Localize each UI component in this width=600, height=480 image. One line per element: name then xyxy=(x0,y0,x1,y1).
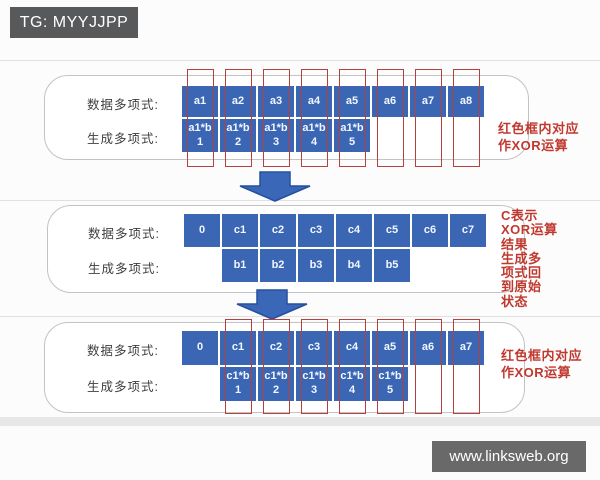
xor-highlight-box xyxy=(262,69,290,167)
row-label: 生成多项式: xyxy=(88,261,160,276)
polynomial-cell: c1*b 5 xyxy=(372,367,408,401)
polynomial-cell: 0 xyxy=(182,331,218,365)
polynomial-cell: a5 xyxy=(372,331,408,365)
xor-highlight-box xyxy=(300,319,328,414)
annotation-text: C表示 XOR运算 结果 生成多 项式回 到原始 状态 xyxy=(501,208,558,309)
polynomial-cell: a4 xyxy=(296,86,332,117)
polynomial-cell: a6 xyxy=(410,331,446,365)
annotation-text: 红色框内对应 作XOR运算 xyxy=(498,121,580,153)
row-label: 数据多项式: xyxy=(87,97,159,112)
polynomial-cell: a2 xyxy=(220,86,256,117)
xor-highlight-box xyxy=(376,319,404,414)
xor-highlight-box xyxy=(224,69,252,167)
polynomial-cell: b5 xyxy=(374,249,410,282)
xor-highlight-box xyxy=(300,69,328,167)
polynomial-cell: c1*b 1 xyxy=(220,367,256,401)
polynomial-cell: c5 xyxy=(374,214,410,247)
polynomial-cell: a7 xyxy=(410,86,446,117)
polynomial-cell: c1 xyxy=(220,331,256,365)
xor-highlight-box xyxy=(452,69,480,167)
divider-line xyxy=(0,60,600,61)
row-label: 数据多项式: xyxy=(87,344,159,358)
row-label: 数据多项式: xyxy=(88,226,160,241)
divider-line xyxy=(0,200,600,201)
polynomial-cell: c1*b 2 xyxy=(258,367,294,401)
polynomial-cell: c3 xyxy=(296,331,332,365)
polynomial-cell: a1 xyxy=(182,86,218,117)
bottom-shadow-band xyxy=(0,417,600,426)
polynomial-cell: c1*b 4 xyxy=(334,367,370,401)
xor-highlight-box xyxy=(186,69,214,167)
down-arrow-icon xyxy=(239,171,311,202)
polynomial-cell: a5 xyxy=(334,86,370,117)
down-arrow-icon xyxy=(236,289,308,320)
annotation-text: 红色框内对应 作XOR运算 xyxy=(501,348,583,380)
polynomial-cell: a1*b 5 xyxy=(334,119,370,152)
polynomial-cell: c4 xyxy=(336,214,372,247)
polynomial-cell: b1 xyxy=(222,249,258,282)
polynomial-cell: c3 xyxy=(298,214,334,247)
polynomial-cell: c6 xyxy=(412,214,448,247)
divider-line xyxy=(0,316,600,317)
polynomial-cell: a6 xyxy=(372,86,408,117)
row-label: 生成多项式: xyxy=(87,131,159,146)
xor-highlight-box xyxy=(262,319,290,414)
xor-highlight-box xyxy=(414,69,442,167)
polynomial-cell: a1*b 3 xyxy=(258,119,294,152)
polynomial-cell: a3 xyxy=(258,86,294,117)
polynomial-cell: b2 xyxy=(260,249,296,282)
polynomial-cell: a1*b 1 xyxy=(182,119,218,152)
xor-highlight-box xyxy=(338,69,366,167)
polynomial-cell: c2 xyxy=(258,331,294,365)
polynomial-cell: c4 xyxy=(334,331,370,365)
row-label: 生成多项式: xyxy=(87,380,159,394)
xor-highlight-box xyxy=(452,319,480,414)
polynomial-cell: 0 xyxy=(184,214,220,247)
xor-highlight-box xyxy=(224,319,252,414)
polynomial-cell: a1*b 4 xyxy=(296,119,332,152)
polynomial-cell: c1 xyxy=(222,214,258,247)
tg-badge: TG: MYYJJPP xyxy=(10,7,138,38)
polynomial-cell: a1*b 2 xyxy=(220,119,256,152)
watermark-badge: www.linksweb.org xyxy=(432,441,586,472)
polynomial-cell: c2 xyxy=(260,214,296,247)
xor-highlight-box xyxy=(376,69,404,167)
polynomial-cell: a8 xyxy=(448,86,484,117)
polynomial-cell: b4 xyxy=(336,249,372,282)
polynomial-cell: c7 xyxy=(450,214,486,247)
polynomial-cell: c1*b 3 xyxy=(296,367,332,401)
polynomial-cell: a7 xyxy=(448,331,484,365)
xor-highlight-box xyxy=(414,319,442,414)
xor-highlight-box xyxy=(338,319,366,414)
polynomial-cell: b3 xyxy=(298,249,334,282)
